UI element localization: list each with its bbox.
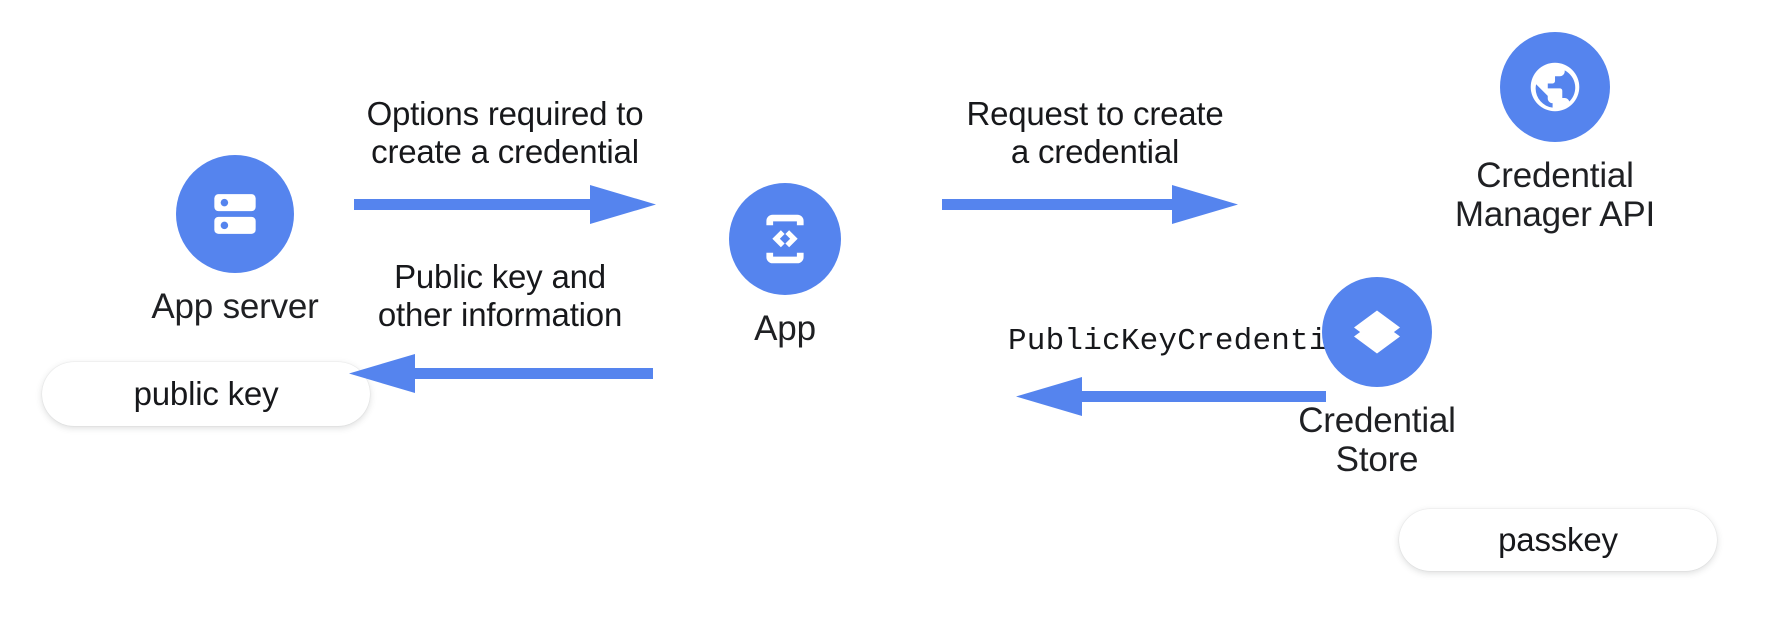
passkey-chip: passkey [1399, 509, 1717, 571]
node-credential-manager-api: Credential Manager API [1385, 32, 1725, 234]
arrow-right-options-required [354, 185, 656, 224]
flow-caption-public-key-credential: PublicKeyCredential [1008, 324, 1366, 359]
node-label-app-server: App server [151, 287, 319, 326]
flow-caption-request-to-create: Request to create a credential [966, 95, 1224, 171]
flow-request-to-create: Request to create a credential [940, 95, 1250, 224]
layers-icon [1322, 277, 1432, 387]
arrow-left-public-key-credential [1016, 377, 1326, 416]
flow-public-key-credential: PublicKeyCredential [1008, 324, 1366, 416]
arrow-right-request-to-create [942, 185, 1238, 224]
flow-caption-options-required: Options required to create a credential [366, 95, 644, 171]
node-label-credential-store: Credential Store [1298, 401, 1456, 480]
passkey-chip-label: passkey [1498, 521, 1618, 558]
node-credential-store: Credential Store [1262, 277, 1492, 479]
phone-code-icon [729, 183, 841, 295]
public-key-chip-label: public key [133, 375, 279, 412]
node-label-credential-manager-api: Credential Manager API [1454, 156, 1656, 235]
flow-caption-public-key-other-info: Public key and other information [377, 258, 623, 334]
server-icon [176, 155, 294, 273]
public-key-chip: public key [42, 362, 370, 426]
flow-options-required: Options required to create a credential [350, 95, 660, 224]
node-app-server: App server [130, 155, 340, 326]
node-label-app: App [754, 309, 816, 348]
flow-public-key-other-info: Public key and other information [345, 258, 655, 393]
node-app: App [700, 183, 870, 348]
globe-public-icon [1500, 32, 1610, 142]
arrow-left-public-key-other-info [349, 354, 653, 393]
